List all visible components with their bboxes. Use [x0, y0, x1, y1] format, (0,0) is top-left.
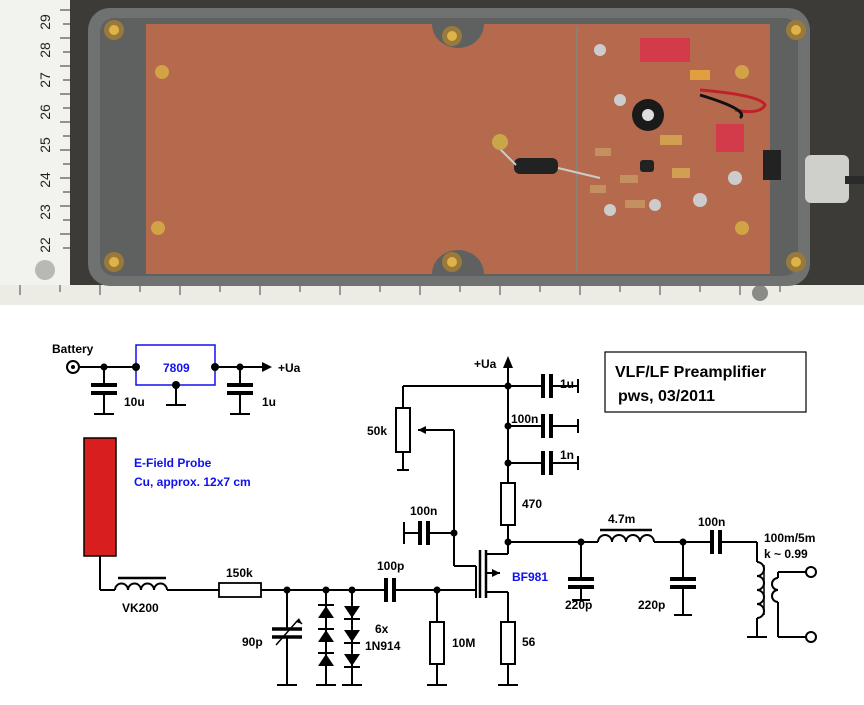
ruler-num-28: 28	[37, 42, 53, 58]
vk200-label: VK200	[122, 601, 159, 615]
ruler-num-29: 29	[37, 14, 53, 30]
ruler-num-27: 27	[37, 72, 53, 88]
battery-terminal	[66, 360, 80, 374]
probe-label-2: Cu, approx. 12x7 cm	[134, 475, 251, 489]
mounting-screws	[104, 20, 806, 272]
pcb-photo: 29 28 27 26 25 24 23 22	[0, 0, 864, 305]
fet-label: BF981	[512, 570, 548, 584]
title-line1: VLF/LF Preamplifier	[615, 364, 766, 381]
ruler-num-25: 25	[37, 137, 53, 153]
c-100n-out-label: 100n	[698, 515, 725, 529]
pcb-components	[492, 38, 781, 216]
output-terminal-bottom	[805, 631, 817, 643]
ruler-num-23: 23	[37, 204, 53, 220]
ua-rail-label: +Ua	[474, 357, 497, 371]
cable-gland	[805, 155, 849, 203]
c-1u-reg-label: 1u	[262, 395, 276, 409]
r-10M-label: 10M	[452, 636, 475, 650]
diodes-label-1: 6x	[375, 622, 389, 636]
ruler-num-24: 24	[37, 172, 53, 188]
bottom-ruler	[0, 285, 864, 305]
regulator-label: 7809	[163, 361, 190, 375]
r-150k-label: 150k	[226, 566, 253, 580]
c-90p-label: 90p	[242, 635, 263, 649]
c-1u-rail-label: 1u	[560, 377, 574, 391]
c-10u-label: 10u	[124, 395, 145, 409]
left-ruler	[0, 0, 70, 285]
ruler-num-26: 26	[37, 104, 53, 120]
transformer-label-1: 100m/5m	[764, 531, 815, 545]
title-box	[604, 351, 807, 413]
c-1n-rail-label: 1n	[560, 448, 574, 462]
output-terminal-top	[805, 566, 817, 578]
probe-label-1: E-Field Probe	[134, 456, 212, 470]
l-4m7-label: 4.7m	[608, 512, 635, 526]
e-field-probe	[83, 437, 117, 557]
diodes-label-2: 1N914	[365, 639, 401, 653]
ua-supply-label: +Ua	[278, 361, 301, 375]
r-56-label: 56	[522, 635, 536, 649]
schematic: Battery 7809 10u 1u +Ua VLF/LF Preamplif…	[0, 305, 864, 700]
title-line2: pws, 03/2011	[618, 388, 715, 405]
pot-50k-label: 50k	[367, 424, 387, 438]
c-220p-b-label: 220p	[638, 598, 665, 612]
r-470-label: 470	[522, 497, 542, 511]
c-100p-label: 100p	[377, 559, 404, 573]
transformer-label-2: k ~ 0.99	[764, 547, 808, 561]
ruler-num-22: 22	[37, 237, 53, 253]
c-220p-a-label: 220p	[565, 598, 592, 612]
c-100n-gate-label: 100n	[410, 504, 437, 518]
battery-label: Battery	[52, 342, 94, 356]
c-100n-rail-label: 100n	[511, 412, 538, 426]
